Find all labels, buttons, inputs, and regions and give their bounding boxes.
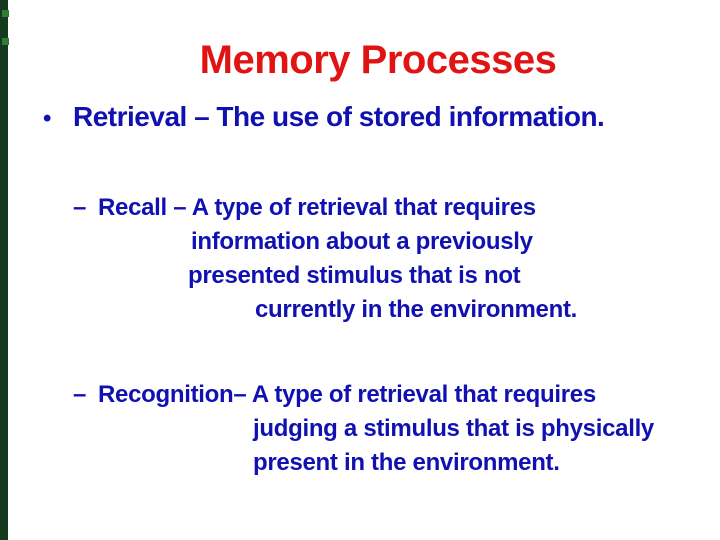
recognition-line-3: present in the environment. bbox=[253, 449, 560, 476]
left-edge-bar bbox=[0, 0, 8, 540]
dash-icon: – bbox=[73, 194, 87, 221]
recall-line-4: currently in the environment. bbox=[255, 296, 578, 323]
recall-line-1: Recall – A type of retrieval that requir… bbox=[98, 194, 536, 221]
dash-icon: – bbox=[73, 381, 87, 408]
bullet-item-retrieval: • Retrieval – The use of stored informat… bbox=[43, 99, 605, 137]
sub-bullet-recall: – Recall – A type of retrieval that requ… bbox=[73, 191, 577, 327]
bullet-icon: • bbox=[43, 105, 51, 132]
slide-title: Memory Processes bbox=[199, 38, 557, 82]
bullet-text: Retrieval – The use of stored informatio… bbox=[73, 101, 605, 132]
recall-line-2: information about a previously bbox=[191, 228, 533, 255]
sub-bullet-recognition: – Recognition– A type of retrieval that … bbox=[73, 378, 654, 480]
recognition-line-1: Recognition– A type of retrieval that re… bbox=[98, 381, 596, 408]
recognition-line-2: judging a stimulus that is physically bbox=[253, 415, 654, 442]
edge-dot-second bbox=[2, 38, 9, 45]
recall-line-3: presented stimulus that is not bbox=[188, 262, 521, 289]
edge-dot-top bbox=[2, 10, 9, 17]
